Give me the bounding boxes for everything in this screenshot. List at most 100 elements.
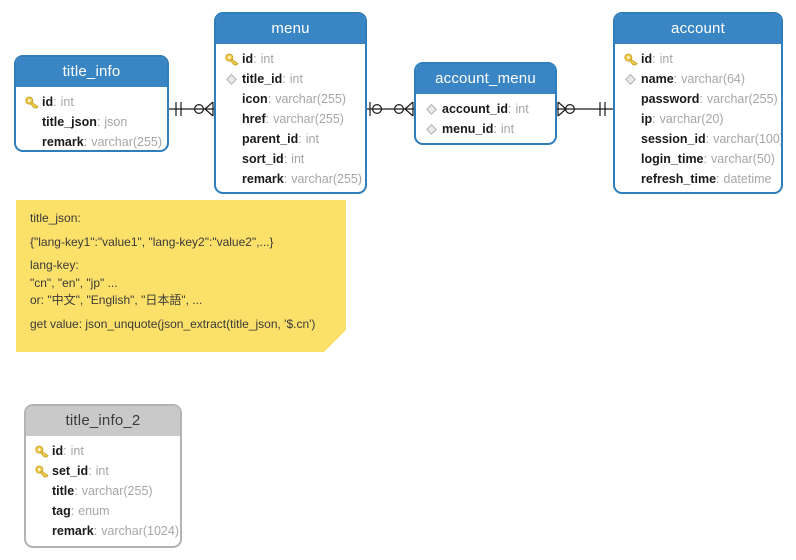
field-separator: : [493, 122, 497, 136]
field-type: int [70, 444, 84, 458]
field-icon-slot [624, 172, 641, 186]
primary-key-icon [624, 52, 641, 66]
field-type: varchar(1024) [101, 524, 180, 538]
note-line: lang-key: [30, 258, 79, 273]
field-row[interactable]: tag:enum [26, 501, 180, 521]
field-row[interactable]: name:varchar(64) [615, 69, 781, 89]
field-row[interactable]: remark:varchar(255) [16, 132, 167, 150]
primary-key-icon [25, 95, 42, 109]
field-row[interactable]: password:varchar(255) [615, 89, 781, 109]
field-icon-slot [225, 112, 242, 126]
field-separator: : [705, 132, 710, 146]
foreign-key-icon [426, 123, 437, 135]
entity-title-title_info: title_info [16, 57, 167, 87]
field-name: remark [42, 135, 84, 149]
entity-title-account_menu: account_menu [416, 64, 555, 94]
field-row[interactable]: parent_id:int [216, 129, 365, 149]
field-row[interactable]: set_id:int [26, 461, 180, 481]
foreign-key-icon [624, 72, 641, 86]
field-row[interactable]: href:varchar(255) [216, 109, 365, 129]
title-json-note[interactable]: title_json:{"lang-key1":"value1", "lang-… [16, 200, 346, 352]
field-icon-slot [624, 152, 641, 166]
foreign-key-icon [225, 72, 242, 86]
field-row[interactable]: title_json:json [16, 112, 167, 132]
field-type: int [60, 95, 74, 109]
note-line: {"lang-key1":"value1", "lang-key2":"valu… [30, 234, 274, 249]
field-row[interactable]: session_id:varchar(100) [615, 129, 781, 149]
field-type: int [95, 464, 109, 478]
field-icon-slot [225, 152, 242, 166]
field-icon-slot [35, 524, 52, 538]
field-type: varchar(50) [711, 152, 775, 166]
field-row[interactable]: id:int [216, 49, 365, 69]
field-type: varchar(255) [275, 92, 347, 106]
field-name: account_id [442, 102, 508, 116]
field-separator: : [508, 102, 512, 116]
field-separator: : [652, 52, 656, 66]
field-icon-slot [35, 484, 52, 498]
field-row[interactable]: id:int [26, 441, 180, 461]
field-separator: : [703, 152, 707, 166]
field-type: varchar(255) [706, 92, 778, 106]
primary-key-icon [35, 445, 49, 458]
field-separator: : [283, 152, 288, 166]
field-icon-slot [624, 132, 641, 146]
field-type: varchar(64) [681, 72, 746, 86]
field-row[interactable]: id:int [615, 49, 781, 69]
entity-title-account: account [615, 14, 781, 44]
field-row[interactable]: sort_id:int [216, 149, 365, 169]
field-name: tag [52, 504, 71, 518]
field-name: sort_id [242, 152, 284, 166]
primary-key-icon [35, 444, 52, 458]
field-type: int [260, 52, 274, 66]
field-separator: : [253, 52, 257, 66]
field-icon-slot [225, 132, 242, 146]
field-separator: : [74, 484, 78, 498]
field-separator: : [282, 72, 286, 86]
field-name: ip [641, 112, 653, 126]
field-separator: : [83, 135, 88, 149]
field-separator: : [63, 444, 67, 458]
field-name: login_time [641, 152, 704, 166]
field-row[interactable]: refresh_time:datetime [615, 169, 781, 189]
field-separator: : [265, 112, 270, 126]
field-name: title_id [242, 72, 283, 86]
field-row[interactable]: menu_id:int [416, 119, 555, 139]
note-fold-corner-icon [324, 330, 346, 352]
field-icon-slot [35, 504, 52, 518]
field-row[interactable]: account_id:int [416, 99, 555, 119]
field-row[interactable]: title:varchar(255) [26, 481, 180, 501]
field-row[interactable]: title_id:int [216, 69, 365, 89]
primary-key-icon [35, 464, 52, 478]
field-name: icon [242, 92, 268, 106]
field-name: id [641, 52, 653, 66]
field-row[interactable]: login_time: varchar(50) [615, 149, 781, 169]
field-name: menu_id [442, 122, 494, 136]
field-row[interactable]: icon:varchar(255) [216, 89, 365, 109]
field-row[interactable]: remark:varchar(1024) [26, 521, 180, 541]
primary-key-icon [624, 53, 638, 66]
field-type: int [291, 152, 305, 166]
field-icon-slot [225, 172, 242, 186]
primary-key-icon [25, 96, 39, 109]
field-name: refresh_time [641, 172, 717, 186]
field-row[interactable]: remark:varchar(255) [216, 169, 365, 189]
field-separator: : [699, 92, 703, 106]
field-name: title [52, 484, 75, 498]
field-type: varchar(20) [659, 112, 724, 126]
field-type: enum [78, 504, 110, 518]
field-row[interactable]: id:int [16, 92, 167, 112]
entity-title-menu: menu [216, 14, 365, 44]
field-row[interactable]: ip:varchar(20) [615, 109, 781, 129]
primary-key-icon [225, 52, 242, 66]
